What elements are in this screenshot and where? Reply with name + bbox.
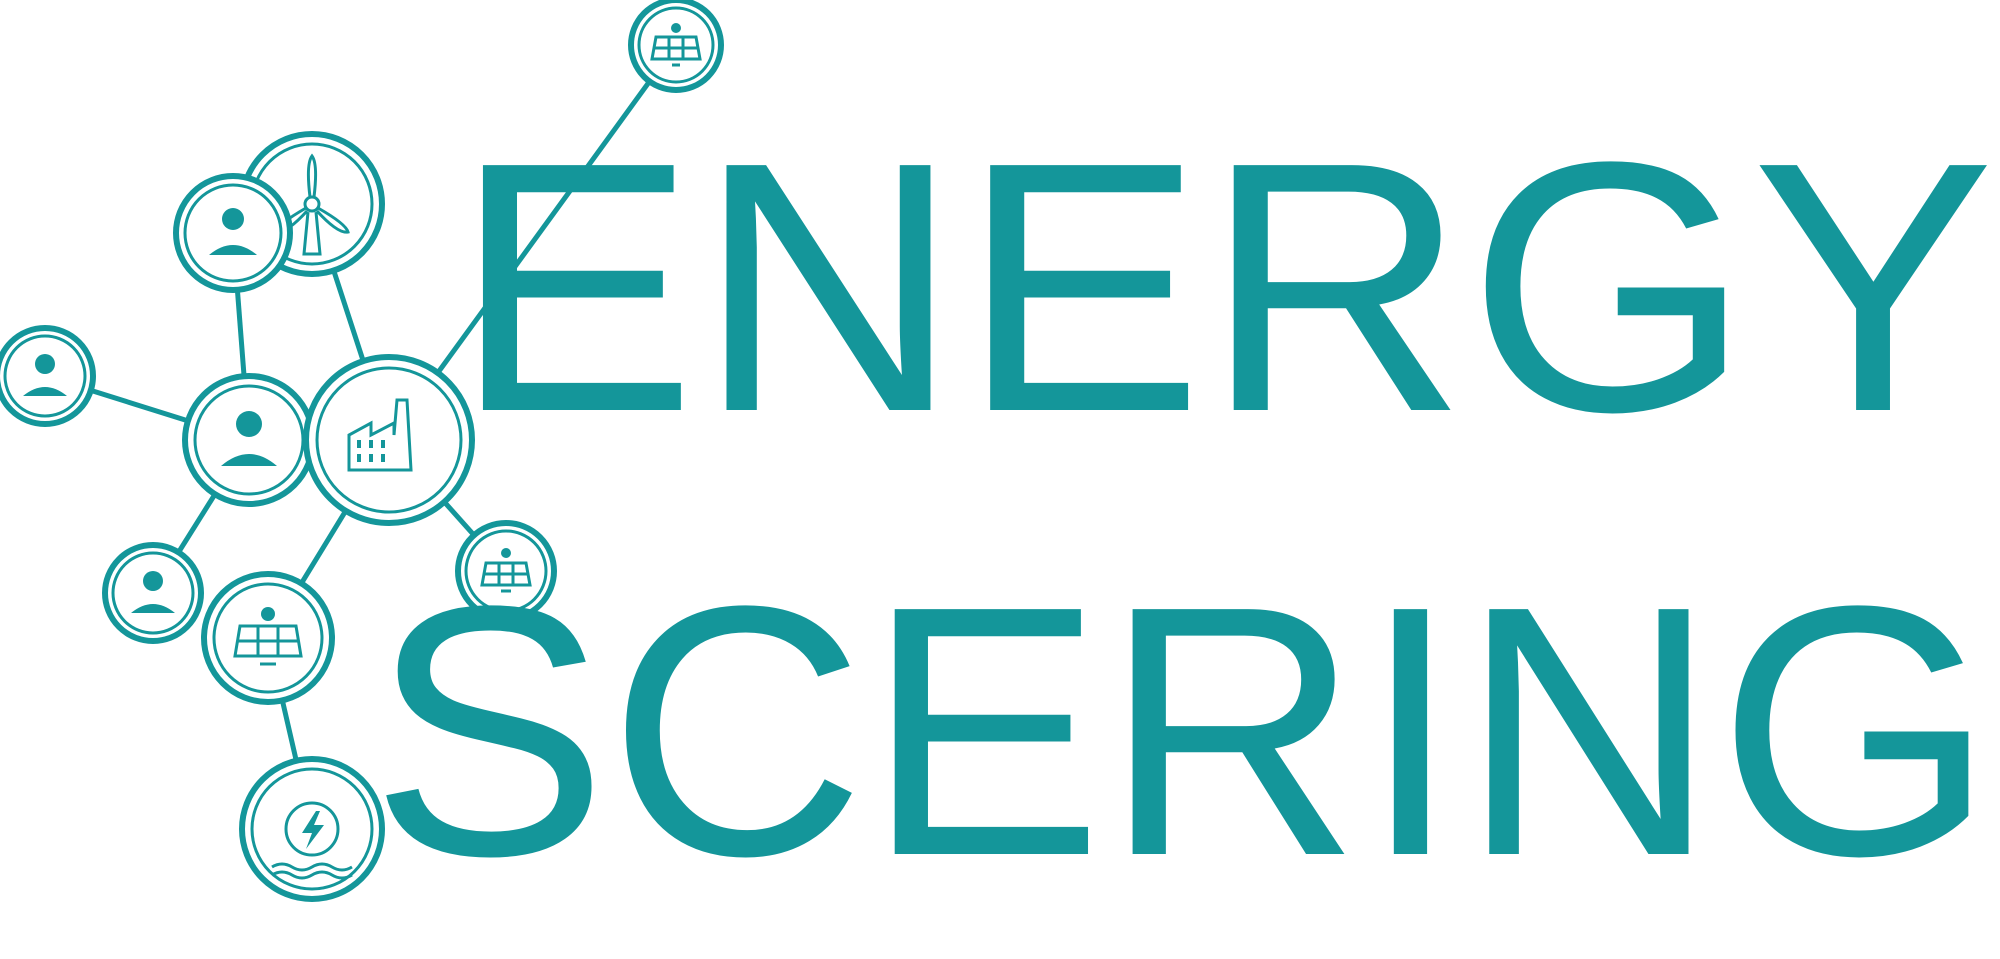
solar-panel-icon (201, 571, 335, 705)
wordmark-scering: SCERING (370, 533, 1995, 930)
person-icon (173, 173, 293, 293)
solar-panel-icon (628, 0, 724, 93)
person-icon (0, 325, 96, 427)
hydro-power-icon (239, 756, 385, 902)
factory-icon (303, 354, 475, 526)
solar-panel-icon (455, 520, 557, 622)
person-icon (182, 373, 316, 507)
person-icon (102, 542, 204, 644)
wordmark-energy: ENERGY (453, 89, 1995, 486)
